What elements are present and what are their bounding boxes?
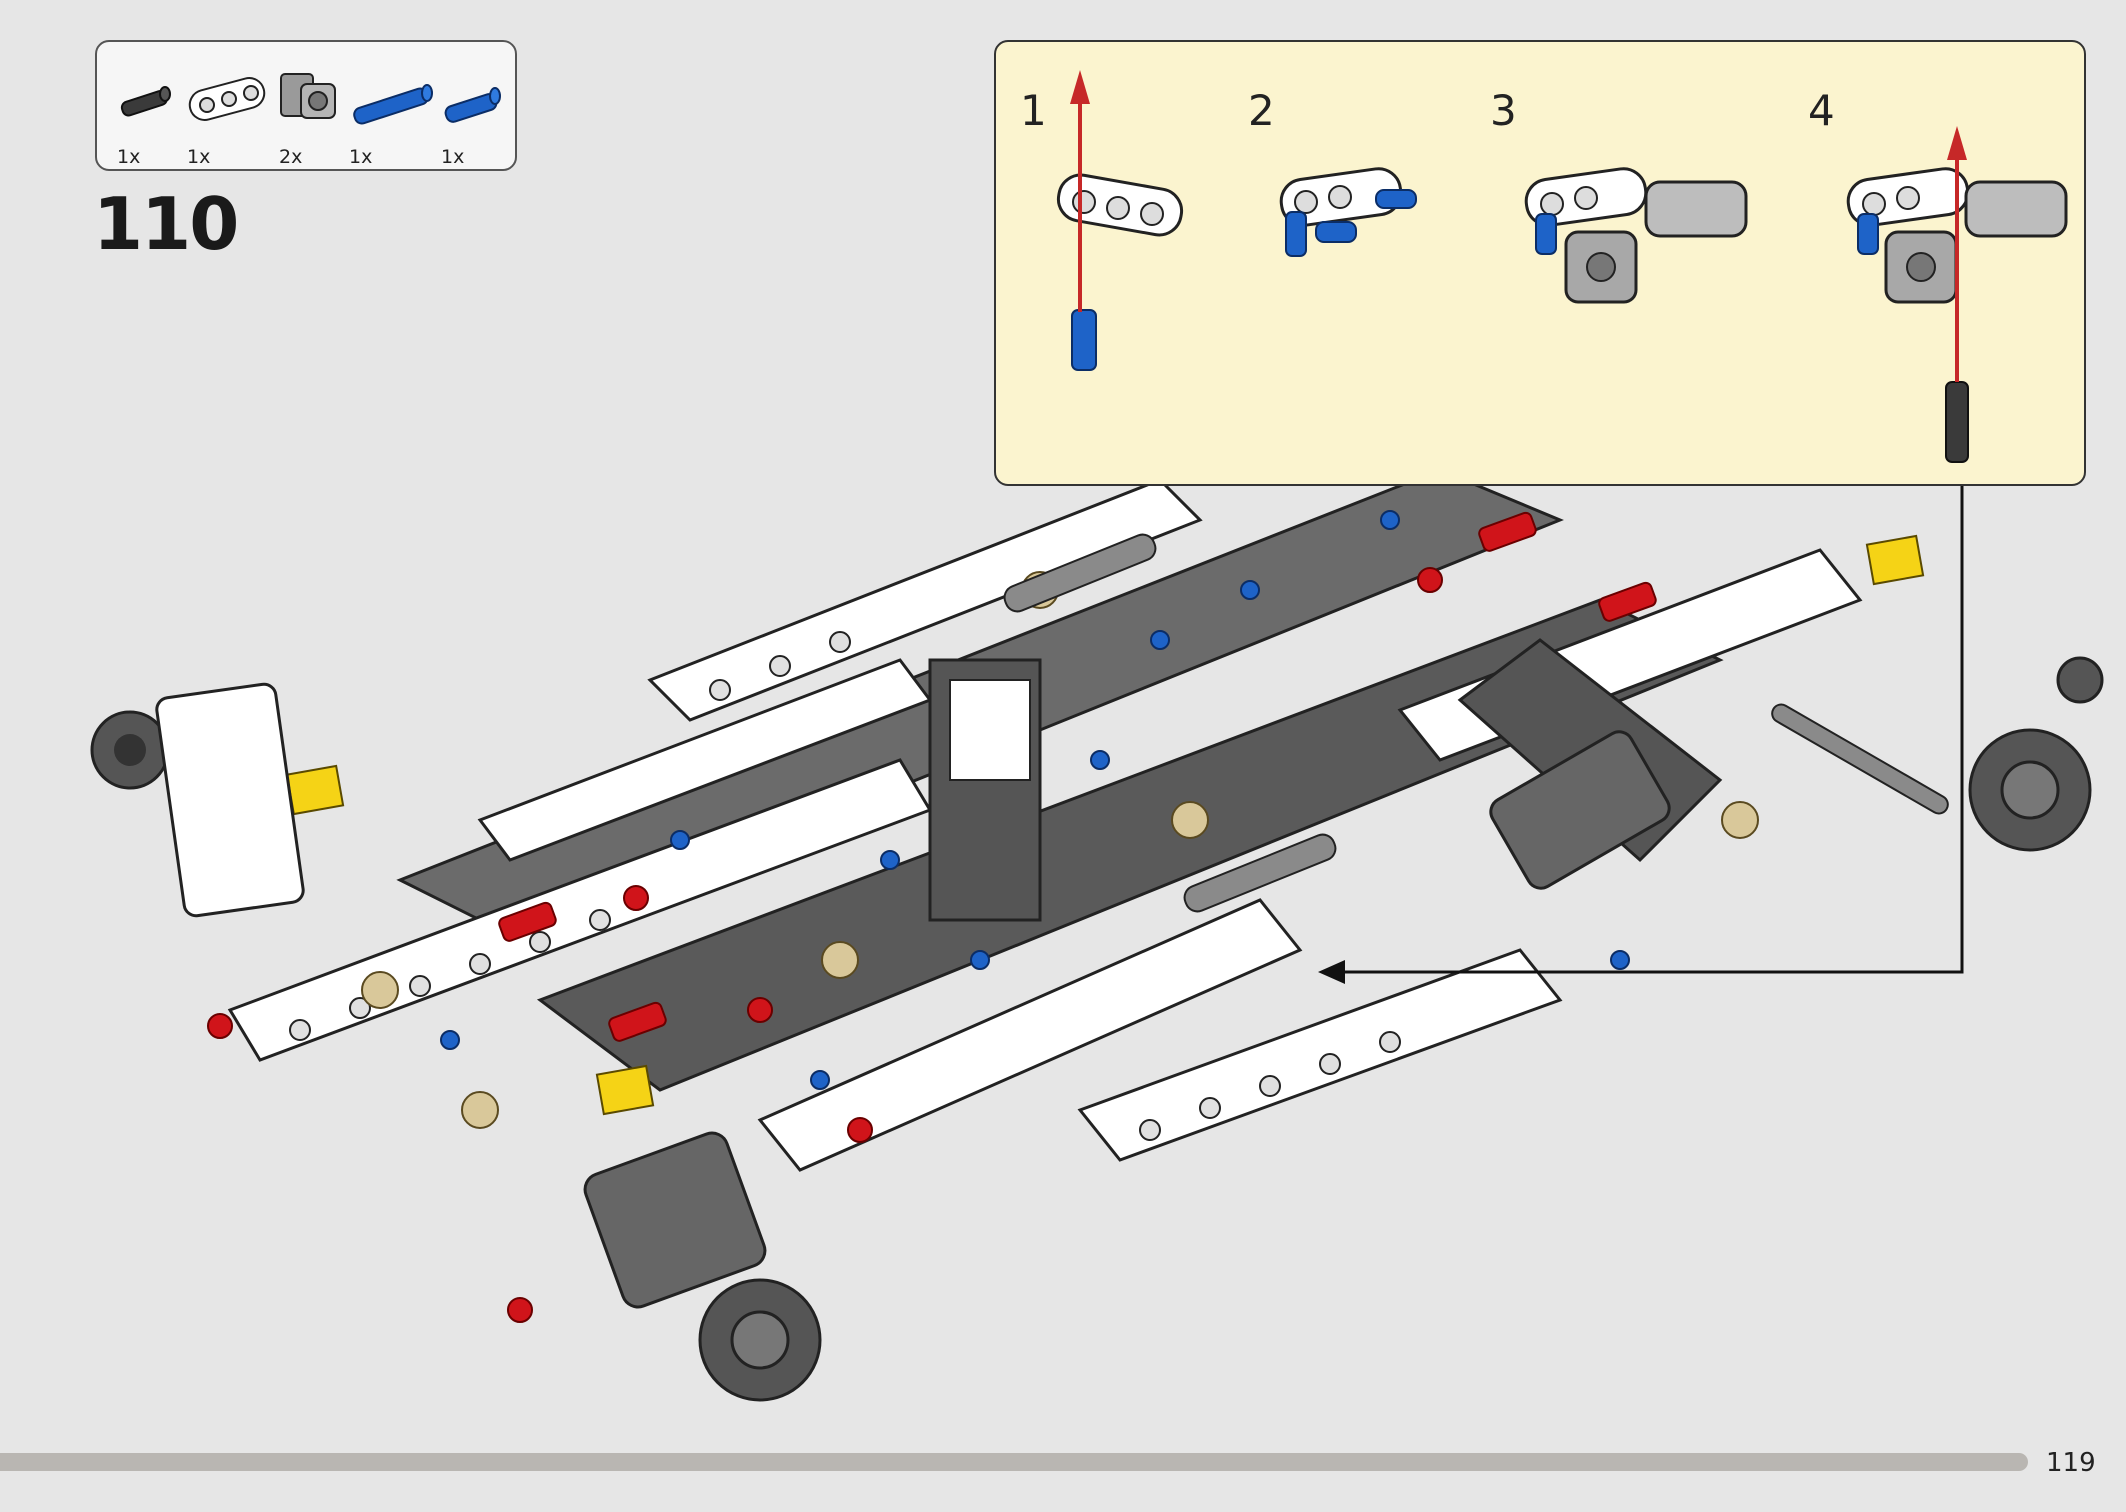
parts-list-box: 1x 1x 2x 1x 1x	[95, 40, 517, 171]
substep-number: 2	[1248, 86, 1275, 135]
subassembly-diagram	[1056, 70, 2068, 463]
substep-3-diagram	[1524, 167, 1748, 304]
white-beam-icon	[188, 77, 266, 121]
part-qty: 1x	[441, 146, 465, 168]
progress-bar	[0, 1453, 2028, 1471]
substep-1-diagram	[1056, 70, 1184, 371]
subassembly-callout: 1 2 3 4	[994, 40, 2086, 486]
page-number: 119	[2046, 1448, 2096, 1478]
black-pin-icon	[120, 86, 171, 117]
part-qty: 1x	[117, 146, 141, 168]
substep-4-diagram	[1846, 126, 2068, 463]
substep-number: 3	[1490, 86, 1517, 135]
part-item-white-beam: 1x	[185, 62, 266, 168]
part-item-gray-connector: 2x	[277, 62, 357, 168]
part-qty: 2x	[279, 146, 303, 168]
blue-axle-pin-icon	[353, 84, 433, 125]
substep-number: 4	[1808, 86, 1835, 135]
step-number: 110	[93, 182, 239, 266]
part-item-blue-axle-pin: 1x	[347, 62, 433, 168]
substep-number: 1	[1020, 86, 1047, 135]
part-item-black-pin: 1x	[115, 62, 195, 168]
blue-pin-icon	[444, 87, 501, 123]
substep-2-diagram	[1279, 167, 1417, 257]
part-qty: 1x	[349, 146, 373, 168]
part-item-blue-pin: 1x	[439, 62, 519, 168]
gray-connector-icon	[280, 73, 336, 119]
part-qty: 1x	[187, 146, 211, 168]
